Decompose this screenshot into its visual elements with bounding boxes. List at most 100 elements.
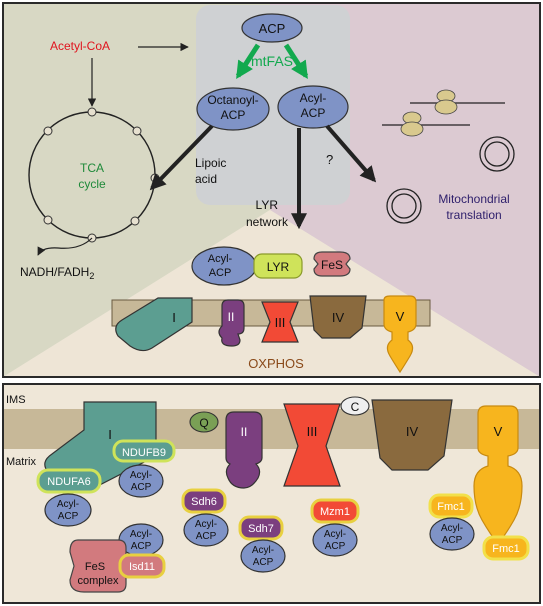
isd11-acyl-acp-line2: ACP xyxy=(131,541,152,552)
lyr-acyl-acp-line2: ACP xyxy=(209,267,232,279)
ndufa6-label: NDUFA6 xyxy=(47,476,90,488)
ndufa6-protein xyxy=(36,468,102,494)
mtdna-circles xyxy=(386,136,515,224)
bottom-complex-V xyxy=(473,405,523,545)
sdh7-acyl-acp-line1: Acyl- xyxy=(252,545,274,556)
fmc1-protein xyxy=(428,493,474,519)
octanoyl-acp-line2: ACP xyxy=(221,108,246,122)
tca-intermediate xyxy=(87,107,97,117)
lipoic-acid-line2: acid xyxy=(195,172,217,186)
ndufa6-acyl-acp xyxy=(44,493,92,527)
top-complex-III xyxy=(261,301,299,343)
isd11-protein xyxy=(118,553,166,579)
oxphos-label: OXPHOS xyxy=(248,356,304,371)
q-label: Q xyxy=(199,416,208,430)
isd11-acyl-acp-line1: Acyl- xyxy=(130,529,152,540)
mzm1-label: Mzm1 xyxy=(320,506,350,518)
question-mark: ? xyxy=(326,152,333,167)
mtfas-background xyxy=(196,5,350,205)
mito-translation-line2: translation xyxy=(446,208,501,222)
tca-intermediate xyxy=(132,126,142,136)
sdh6-acyl-acp xyxy=(183,513,229,547)
lyr-network-line1: LYR xyxy=(256,198,279,212)
translation-arrow xyxy=(325,124,377,183)
lyr-label: LYR xyxy=(267,260,290,274)
nadh-arrow xyxy=(37,237,93,256)
lyr-network-line2: network xyxy=(246,215,289,229)
ribosomes-mrna xyxy=(382,89,505,137)
fmc1-free-label: Fmc1 xyxy=(492,543,520,555)
top-complex-II-label: II xyxy=(228,310,235,324)
acyl-acp-line1: Acyl- xyxy=(300,91,327,105)
ndufb9-protein xyxy=(112,439,176,463)
mtfas-label: mtFAS xyxy=(251,53,293,69)
acyl-acp-line2: ACP xyxy=(301,106,326,120)
mtfas-arrow-left xyxy=(235,43,261,79)
ndufb9-acyl-acp-line1: Acyl- xyxy=(130,470,152,481)
mzm1-acyl-acp-line1: Acyl- xyxy=(324,529,346,540)
ndufb9-label: NDUFB9 xyxy=(122,447,166,459)
fmc1-label: Fmc1 xyxy=(437,501,465,513)
ndufb9-acyl-acp-line2: ACP xyxy=(131,482,152,493)
mzm1-protein xyxy=(310,498,360,524)
tca-intermediate xyxy=(130,216,140,226)
ndufa6-acyl-acp-line2: ACP xyxy=(58,511,79,522)
bottom-complex-I-label: I xyxy=(108,427,112,442)
acp-label: ACP xyxy=(259,21,286,36)
matrix-label: Matrix xyxy=(6,456,36,468)
ndufa6-acyl-acp-line1: Acyl- xyxy=(57,499,79,510)
acp-node xyxy=(241,13,303,43)
sdh7-acyl-acp xyxy=(240,539,286,573)
sdh7-acyl-acp-line2: ACP xyxy=(253,557,274,568)
tca-intermediate xyxy=(43,126,53,136)
lipoic-acid-line1: Lipoic xyxy=(195,156,226,170)
c-label: C xyxy=(351,400,360,414)
top-complex-V xyxy=(383,295,417,374)
cytochrome-c xyxy=(340,396,370,416)
fmc1-acyl-acp-line1: Acyl- xyxy=(441,523,463,534)
tca-line1: TCA xyxy=(80,161,104,175)
lyr-acyl-acp-line1: Acyl- xyxy=(208,253,233,265)
top-complex-IV xyxy=(309,295,367,339)
bottom-complex-IV-label: IV xyxy=(406,424,419,439)
bottom-complex-II xyxy=(225,411,263,489)
fes-complex xyxy=(69,539,127,593)
acetyl-coa-label: Acetyl-CoA xyxy=(50,39,110,53)
bottom-complex-III xyxy=(283,403,341,487)
bottom-complex-IV xyxy=(371,399,453,471)
acyl-acp-node xyxy=(277,85,349,129)
fmc1-acyl-acp xyxy=(429,517,475,551)
ims-label: IMS xyxy=(6,394,26,406)
sdh6-protein xyxy=(181,488,227,514)
mzm1-acyl-acp xyxy=(312,523,358,557)
fmc1-free-protein xyxy=(482,535,530,561)
bottom-complex-II-label: II xyxy=(241,425,248,439)
tca-line2: cycle xyxy=(78,177,106,191)
bottom-complex-V-label: V xyxy=(494,424,503,439)
tca-intermediate xyxy=(43,215,53,225)
sdh7-label: Sdh7 xyxy=(248,523,274,535)
sdh6-acyl-acp-line1: Acyl- xyxy=(195,519,217,530)
top-complex-II xyxy=(218,299,245,347)
lyr-protein xyxy=(253,253,303,279)
top-complex-IV-label: IV xyxy=(332,310,345,325)
fes-complex-line2: complex xyxy=(78,575,119,587)
lipoic-acid-arrow xyxy=(149,124,214,191)
mtfas-arrow-right xyxy=(283,43,309,79)
mzm1-acyl-acp-line2: ACP xyxy=(325,541,346,552)
octanoyl-acp-node xyxy=(196,87,270,131)
top-complex-I-label: I xyxy=(172,310,176,325)
fes-label: FeS xyxy=(321,258,343,272)
sdh6-acyl-acp-line2: ACP xyxy=(196,531,217,542)
ndufb9-acyl-acp xyxy=(118,464,164,498)
top-complex-V-label: V xyxy=(396,309,405,324)
sdh6-label: Sdh6 xyxy=(191,496,217,508)
mito-translation-line1: Mitochondrial xyxy=(438,192,509,206)
nadh-label: NADH/FADH2 xyxy=(20,265,94,281)
octanoyl-acp-line1: Octanoyl- xyxy=(207,93,258,107)
ubiquinone xyxy=(189,411,219,433)
fmc1-acyl-acp-line2: ACP xyxy=(442,535,463,546)
top-complex-I xyxy=(115,297,193,352)
fes-protein xyxy=(313,251,351,277)
